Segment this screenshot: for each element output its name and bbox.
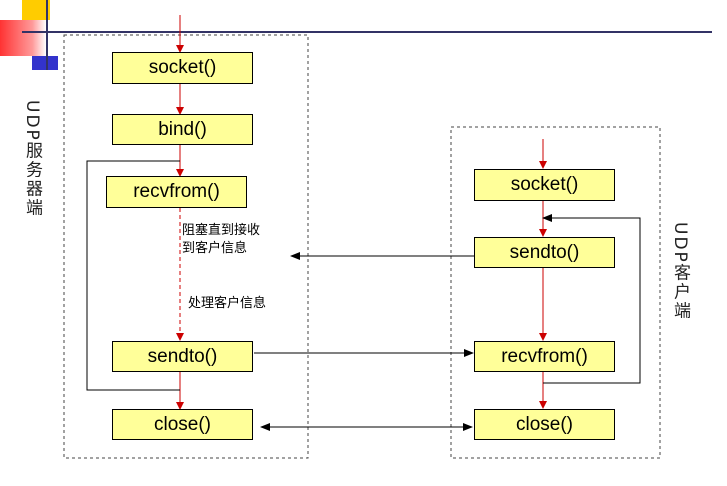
client-socket-box: socket() [474,169,615,201]
client-loop-line [542,214,641,384]
corner-blue-square [32,56,58,70]
server-container [63,34,309,459]
corner-horizontal-line [22,31,712,33]
server-socket-box: socket() [112,52,253,84]
corner-red-square [0,20,46,56]
process-note: 处理客户信息 [188,296,267,311]
corner-vertical-line [46,0,48,70]
client-side-label: UDP客户端 [670,222,690,321]
server-recvfrom-box: recvfrom() [106,176,247,208]
server-loop-line [86,160,180,391]
client-recvfrom-box: recvfrom() [474,341,615,372]
client-close-box: close() [474,409,615,440]
corner-yellow-square [22,0,50,20]
server-side-label: UDP服务器端 [22,100,42,218]
server-sendto-box: sendto() [112,341,253,372]
blocking-note: 阻塞直到接收 到客户信息 [182,222,260,258]
server-bind-box: bind() [112,114,253,145]
blocking-note-line2: 到客户信息 [182,241,248,256]
client-sendto-box: sendto() [474,237,615,268]
blocking-note-line1: 阻塞直到接收 [182,223,261,238]
client-container [450,126,661,459]
server-close-box: close() [112,409,253,440]
